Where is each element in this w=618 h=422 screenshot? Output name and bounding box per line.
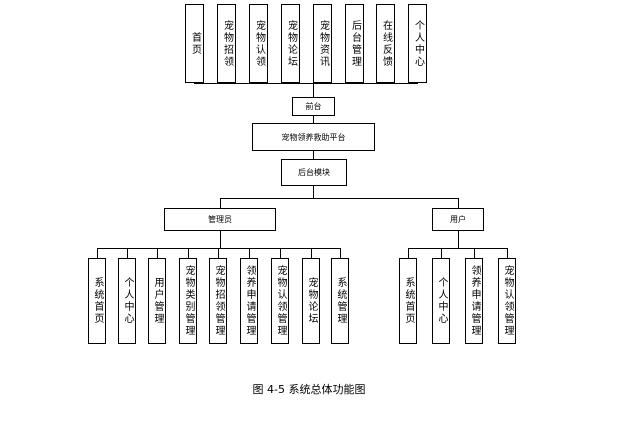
user-item-personal-center: 个人中心 [432, 258, 450, 344]
nav-label: 宠物资讯 [317, 19, 329, 68]
admin-label: 管理员 [208, 215, 232, 224]
nav-box-pet-found: 宠物招领 [217, 4, 236, 83]
nav-box-pet-news: 宠物资讯 [313, 4, 332, 83]
connector [313, 186, 314, 198]
connector [97, 248, 341, 249]
admin-item-personal-center: 个人中心 [118, 258, 136, 344]
nav-label: 宠物招领 [221, 19, 233, 68]
user-item-label: 个人中心 [436, 277, 447, 325]
admin-item-pet-category: 宠物类别管理 [179, 258, 197, 344]
connector [313, 116, 314, 123]
admin-item-system-home: 系统首页 [88, 258, 106, 344]
nav-label: 宠物认领 [253, 19, 265, 68]
nav-label: 个人中心 [412, 19, 424, 68]
platform-label: 宠物领养救助平台 [281, 132, 346, 142]
user-item-system-home: 系统首页 [399, 258, 417, 344]
admin-item-pet-claim: 宠物认领管理 [271, 258, 289, 344]
front-box: 前台 [292, 97, 335, 116]
nav-label: 在线反馈 [380, 19, 392, 68]
connector [220, 198, 459, 199]
user-box: 用户 [432, 208, 484, 231]
connector [249, 248, 250, 258]
connector [220, 231, 221, 248]
connector [157, 248, 158, 258]
connector [408, 248, 409, 258]
user-item-pet-claim: 宠物认领管理 [498, 258, 516, 344]
connector [507, 248, 508, 258]
connector [220, 198, 221, 208]
user-item-adoption-apply: 领养申请管理 [465, 258, 483, 344]
connector [474, 248, 475, 258]
connector [340, 248, 341, 258]
connector [127, 248, 128, 258]
connector [194, 83, 418, 84]
user-label: 用户 [450, 215, 466, 224]
backend-box: 后台模块 [281, 159, 347, 186]
admin-item-label: 系统管理 [335, 277, 346, 325]
user-item-label: 领养申请管理 [469, 265, 480, 337]
nav-box-personal-center: 个人中心 [408, 4, 427, 83]
nav-label: 宠物论坛 [285, 19, 297, 68]
nav-box-feedback: 在线反馈 [376, 4, 395, 83]
nav-box-backend: 后台管理 [345, 4, 364, 83]
nav-label: 后台管理 [349, 19, 361, 68]
admin-item-user-manage: 用户管理 [148, 258, 166, 344]
admin-item-system-manage: 系统管理 [331, 258, 349, 344]
admin-item-label: 宠物论坛 [306, 277, 317, 325]
admin-item-label: 宠物认领管理 [275, 265, 286, 337]
nav-box-pet-forum: 宠物论坛 [281, 4, 300, 83]
connector [458, 198, 459, 208]
admin-item-label: 宠物类别管理 [183, 265, 194, 337]
connector [408, 248, 508, 249]
admin-item-label: 个人中心 [122, 277, 133, 325]
admin-item-adoption-apply: 领养申请管理 [240, 258, 258, 344]
connector [97, 248, 98, 258]
connector [313, 151, 314, 159]
admin-item-label: 系统首页 [92, 277, 103, 325]
front-label: 前台 [305, 102, 322, 111]
connector [188, 248, 189, 258]
admin-box: 管理员 [164, 208, 276, 231]
figure-caption: 图 4-5 系统总体功能图 [252, 383, 366, 396]
nav-label: 首页 [189, 31, 201, 56]
admin-item-label: 宠物招领管理 [213, 265, 224, 337]
backend-label: 后台模块 [298, 168, 330, 177]
platform-box: 宠物领养救助平台 [252, 123, 375, 151]
connector [458, 231, 459, 248]
connector [441, 248, 442, 258]
admin-item-label: 领养申请管理 [244, 265, 255, 337]
nav-box-pet-claim: 宠物认领 [249, 4, 268, 83]
admin-item-label: 用户管理 [152, 277, 163, 325]
connector [311, 248, 312, 258]
connector [313, 83, 314, 97]
user-item-label: 宠物认领管理 [502, 265, 513, 337]
user-item-label: 系统首页 [403, 277, 414, 325]
connector [280, 248, 281, 258]
admin-item-pet-found: 宠物招领管理 [209, 258, 227, 344]
connector [218, 248, 219, 258]
admin-item-pet-forum: 宠物论坛 [302, 258, 320, 344]
nav-box-home: 首页 [185, 4, 204, 83]
